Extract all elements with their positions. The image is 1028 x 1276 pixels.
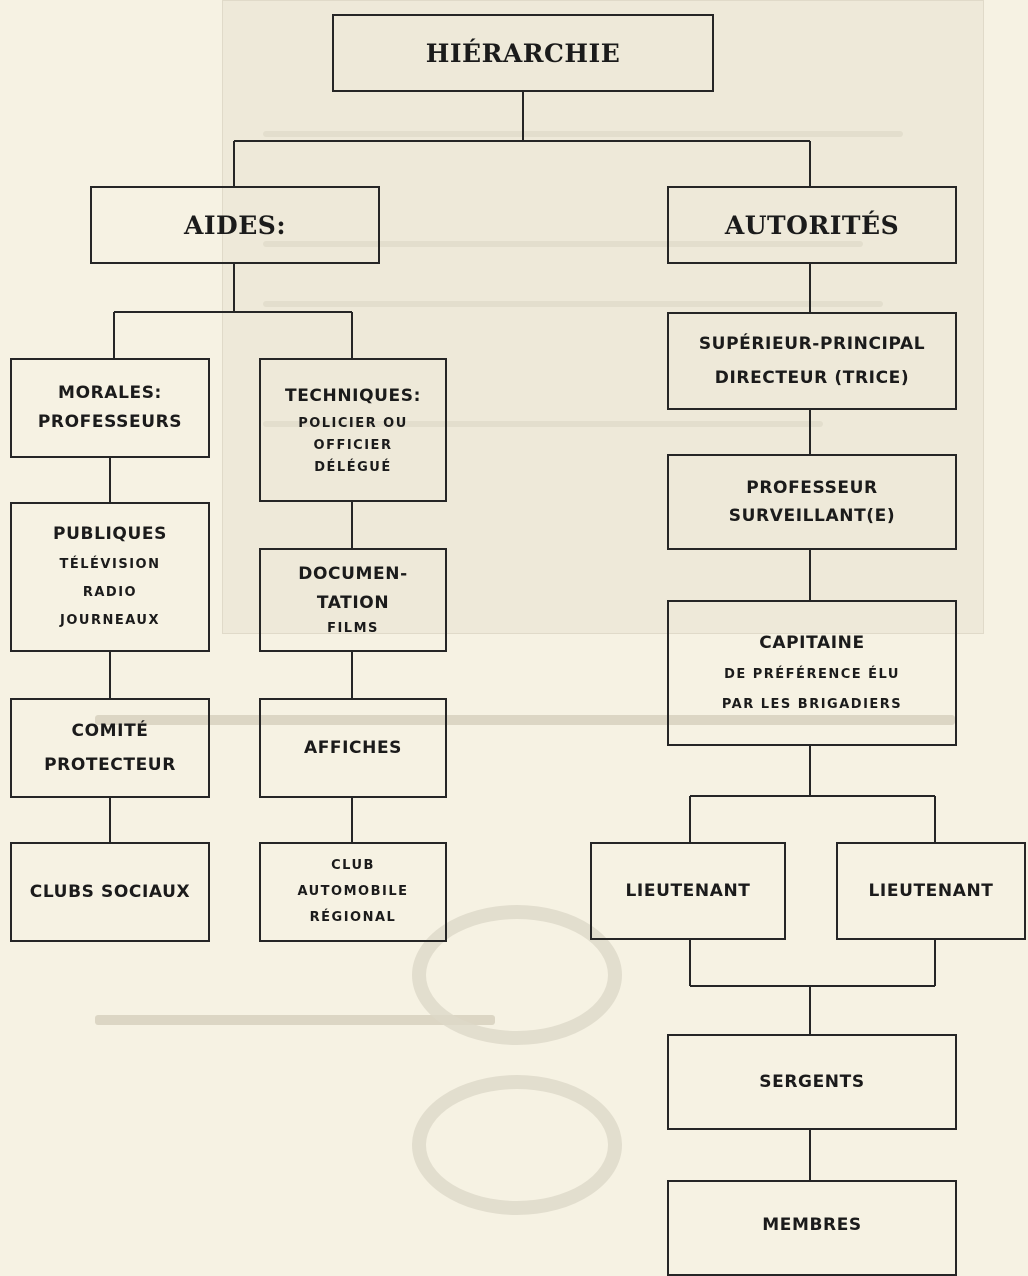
professeur-line1: PROFESSEUR (746, 478, 878, 498)
affiches-text: AFFICHES (303, 737, 403, 758)
node-comite: COMITÉ PROTECTEUR (10, 698, 210, 798)
techniques-line3: OFFICIER (313, 437, 393, 453)
node-lieutenant-right: LIEUTENANT (836, 842, 1026, 940)
documentation-line1: DOCUMEN- (298, 564, 408, 584)
publiques-line1: PUBLIQUES (53, 523, 167, 544)
morales-line1: MORALES: (58, 383, 162, 403)
publiques-line4: JOURNEAUX (60, 612, 160, 628)
capitaine-line1: CAPITAINE (759, 633, 865, 653)
node-clubs-sociaux: CLUBS SOCIAUX (10, 842, 210, 942)
node-documentation: DOCUMEN- TATION FILMS (259, 548, 447, 652)
node-publiques: PUBLIQUES TÉLÉVISION RADIO JOURNEAUX (10, 502, 210, 652)
superieur-line1: SUPÉRIEUR-PRINCIPAL (698, 334, 926, 354)
sergents-text: SERGENTS (759, 1071, 865, 1092)
node-membres: MEMBRES (667, 1180, 957, 1276)
clubs-text: CLUBS SOCIAUX (29, 881, 191, 902)
background-page (222, 0, 984, 634)
node-club-automobile: CLUB AUTOMOBILE RÉGIONAL (259, 842, 447, 942)
club-auto-line2: AUTOMOBILE (297, 884, 409, 899)
professeur-line2: SURVEILLANT(E) (728, 506, 896, 526)
node-lieutenant-left: LIEUTENANT (590, 842, 786, 940)
node-sergents: SERGENTS (667, 1034, 957, 1130)
title-text: HIÉRARCHIE (425, 38, 621, 68)
documentation-line3: FILMS (327, 621, 379, 636)
capitaine-line3: PAR LES BRIGADIERS (721, 697, 903, 712)
lieutenant-right-text: LIEUTENANT (868, 880, 994, 901)
publiques-line2: TÉLÉVISION (59, 556, 161, 572)
techniques-line1: TECHNIQUES: (285, 385, 421, 406)
club-auto-line1: CLUB (331, 858, 375, 873)
comite-line2: PROTECTEUR (44, 755, 176, 775)
techniques-line4: DÉLÉGUÉ (314, 459, 392, 475)
membres-text: MEMBRES (762, 1214, 862, 1235)
documentation-line2: TATION (316, 593, 390, 613)
node-capitaine: CAPITAINE DE PRÉFÉRENCE ÉLU PAR LES BRIG… (667, 600, 957, 746)
autorites-label: AUTORITÉS (724, 210, 900, 240)
lieutenant-left-text: LIEUTENANT (625, 880, 751, 901)
aides-label: AIDES: (183, 210, 287, 240)
superieur-line2: DIRECTEUR (TRICE) (714, 368, 910, 388)
morales-line2: PROFESSEURS (37, 412, 183, 432)
publiques-line3: RADIO (82, 584, 138, 600)
node-autorites: AUTORITÉS (667, 186, 957, 264)
node-hierarchie: HIÉRARCHIE (332, 14, 714, 92)
techniques-line2: POLICIER OU (298, 415, 408, 431)
node-aides: AIDES: (90, 186, 380, 264)
node-affiches: AFFICHES (259, 698, 447, 798)
comite-line1: COMITÉ (71, 721, 149, 741)
node-morales: MORALES: PROFESSEURS (10, 358, 210, 458)
node-techniques: TECHNIQUES: POLICIER OU OFFICIER DÉLÉGUÉ (259, 358, 447, 502)
club-auto-line3: RÉGIONAL (309, 910, 397, 925)
node-professeur: PROFESSEUR SURVEILLANT(E) (667, 454, 957, 550)
node-superieur: SUPÉRIEUR-PRINCIPAL DIRECTEUR (TRICE) (667, 312, 957, 410)
capitaine-line2: DE PRÉFÉRENCE ÉLU (724, 667, 900, 682)
